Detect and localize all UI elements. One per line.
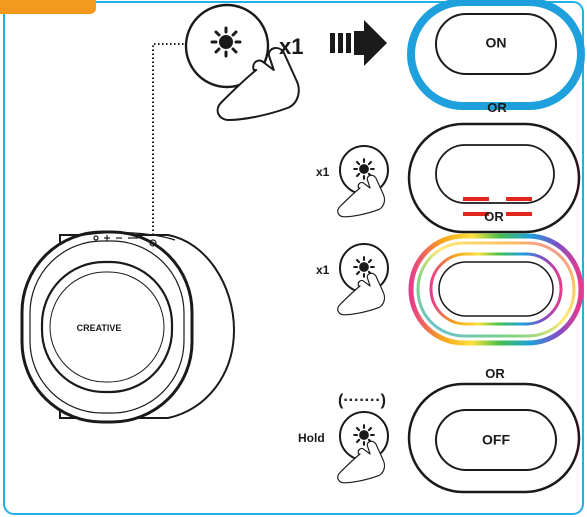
- speaker-brand-label: CREATIVE: [77, 323, 122, 333]
- state-on: ON: [407, 0, 585, 110]
- dotted-leader: [152, 43, 186, 243]
- corner-tab: [0, 0, 96, 14]
- speaker-device: CREATIVE: [20, 230, 236, 424]
- separator-or-1: OR: [487, 100, 507, 115]
- state-off-label: OFF: [482, 432, 510, 448]
- state-off: OFF: [407, 382, 581, 494]
- press-button-2: [337, 145, 389, 218]
- main-light-button: [184, 3, 300, 122]
- outer-frame: [3, 1, 584, 515]
- state-rainbow: [408, 233, 584, 346]
- arrow-right-icon: [330, 20, 387, 66]
- press-hold-label: Hold: [298, 431, 325, 445]
- hold-dots: (·······): [338, 392, 386, 409]
- press-button-3: [337, 243, 389, 316]
- press-button-4: [337, 411, 389, 484]
- press-count-3: x1: [316, 263, 330, 277]
- light-button-icon: [210, 26, 242, 58]
- press-count-2: x1: [316, 165, 330, 179]
- separator-or-2: OR: [484, 209, 504, 224]
- state-red-lights: [407, 122, 581, 234]
- main-press-count: x1: [279, 34, 303, 59]
- state-on-label: ON: [486, 35, 507, 51]
- separator-or-3: OR: [485, 366, 505, 381]
